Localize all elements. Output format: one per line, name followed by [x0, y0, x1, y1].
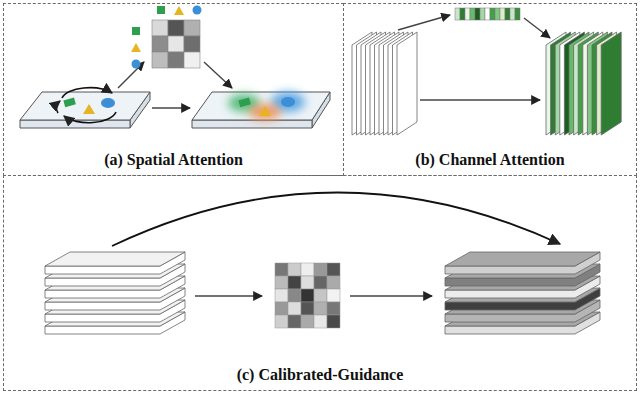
feature-slab — [20, 92, 150, 120]
guidance-map-cell — [314, 263, 327, 276]
blue-token — [101, 98, 115, 108]
guidance-map-cell — [327, 302, 340, 315]
attention-map-cell — [168, 52, 184, 68]
flow-arrow — [118, 62, 144, 88]
flow-arrow — [204, 62, 232, 88]
guidance-map-cell — [288, 263, 301, 276]
flow-arrow — [195, 295, 262, 296]
green-token — [132, 27, 140, 35]
layer-top — [445, 252, 600, 266]
guidance-map-cell — [275, 302, 288, 315]
guidance-map-cell — [314, 276, 327, 289]
attention-map-cell — [184, 20, 200, 36]
guidance-map-cell — [327, 315, 340, 328]
attention-map-cell — [168, 36, 184, 52]
panel-caption: (b) Channel Attention — [415, 151, 564, 169]
relation-arrow — [56, 101, 60, 113]
yellow-token — [131, 43, 141, 52]
attention-map-cell — [168, 20, 184, 36]
attention-map-cell — [184, 52, 200, 68]
guidance-map-cell — [275, 276, 288, 289]
blue-token — [193, 6, 202, 15]
layer-edge — [445, 252, 600, 274]
guidance-map-cell — [301, 276, 314, 289]
channel-weight — [495, 8, 500, 20]
guidance-map-cell — [327, 289, 340, 302]
channel-weight — [460, 8, 465, 20]
guidance-map-cell — [327, 263, 340, 276]
blue-token — [281, 97, 295, 107]
panel-box: (a) Spatial Attention — [3, 3, 344, 176]
panel-box: (b) Channel Attention — [343, 3, 637, 176]
layer-top — [45, 252, 185, 266]
flow-arrow — [420, 99, 540, 100]
guidance-map-cell — [327, 276, 340, 289]
channel-weight — [455, 8, 460, 20]
panel-caption: (a) Spatial Attention — [104, 151, 243, 169]
guidance-map-cell — [288, 289, 301, 302]
guidance-map-cell — [275, 315, 288, 328]
green-token — [63, 98, 75, 108]
attention-map-cell — [152, 20, 168, 36]
guidance-map-cell — [301, 302, 314, 315]
channel-weight — [465, 8, 470, 20]
attention-blob — [249, 104, 281, 120]
blue-token — [132, 60, 141, 69]
guidance-map-cell — [288, 302, 301, 315]
green-token — [238, 98, 250, 108]
feature-layer — [45, 252, 185, 274]
skip-arrow — [112, 192, 560, 246]
flow-arrow — [524, 18, 550, 38]
channel-weight — [490, 8, 495, 20]
channel-weight — [470, 8, 475, 20]
feature-layer — [445, 252, 600, 274]
panel-caption: (c) Calibrated-Guidance — [237, 366, 404, 384]
relation-arrow — [62, 88, 112, 98]
channel-slice — [397, 32, 417, 135]
panel-box: (c) Calibrated-Guidance — [3, 175, 637, 391]
guidance-map-cell — [301, 289, 314, 302]
guidance-map-cell — [301, 315, 314, 328]
green-token — [157, 6, 165, 14]
yellow-token — [174, 6, 184, 15]
yellow-token — [259, 106, 271, 116]
guidance-map-cell — [314, 302, 327, 315]
yellow-token — [83, 104, 95, 114]
guidance-map-cell — [275, 289, 288, 302]
feature-slab — [192, 92, 330, 120]
channel-weight — [515, 8, 520, 20]
guidance-map-cell — [288, 276, 301, 289]
layer-edge — [45, 252, 185, 274]
attention-map-cell — [152, 36, 168, 52]
channel-weight — [500, 8, 505, 20]
channel-weight — [485, 8, 490, 20]
channel-weight — [505, 8, 510, 20]
channel-weight — [510, 8, 515, 20]
slab-front — [192, 120, 312, 128]
guidance-map-cell — [275, 263, 288, 276]
attention-map-cell — [184, 36, 200, 52]
channel-slice — [601, 32, 621, 135]
channel-weight — [480, 8, 485, 20]
guidance-map-cell — [314, 289, 327, 302]
guidance-map-cell — [288, 315, 301, 328]
attention-map-cell — [152, 52, 168, 68]
guidance-map-cell — [314, 315, 327, 328]
guidance-map-cell — [301, 263, 314, 276]
flow-arrow — [398, 15, 450, 30]
flow-arrow — [152, 107, 190, 108]
channel-weight — [475, 8, 480, 20]
relation-arrow — [64, 112, 116, 123]
flow-arrow — [350, 295, 432, 296]
